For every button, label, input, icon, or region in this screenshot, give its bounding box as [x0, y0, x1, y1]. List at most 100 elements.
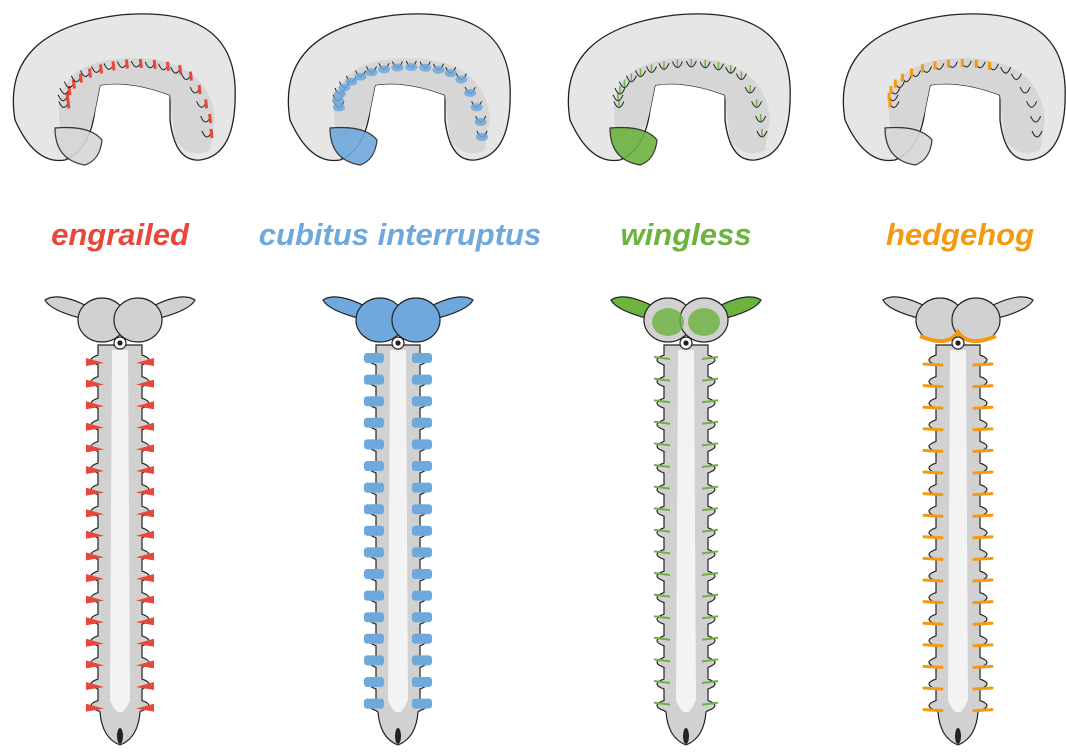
stomodeum-core	[683, 340, 688, 345]
side-ci-mark	[432, 66, 444, 74]
ci-stripe	[364, 634, 384, 644]
side-en-mark	[113, 61, 114, 70]
gene-labels: engrailed cubitus interruptus wingless h…	[51, 217, 1034, 252]
ventral-embryo-cubitus-interruptus	[323, 297, 473, 745]
stomodeum-core	[955, 340, 960, 345]
side-ci-mark	[475, 118, 487, 126]
side-en-mark	[154, 60, 155, 69]
ventral-embryo-wingless	[611, 297, 761, 745]
ventral-midline	[388, 350, 408, 713]
side-ci-mark	[355, 73, 367, 81]
side-ci-mark	[445, 69, 457, 77]
ci-stripe	[412, 569, 432, 579]
hedgehog-stripe	[924, 429, 942, 430]
hedgehog-stripe	[974, 537, 992, 538]
ventral-midline	[110, 350, 130, 713]
ci-stripe	[364, 439, 384, 449]
ci-stripe	[412, 526, 432, 536]
ci-stripe	[412, 504, 432, 514]
hedgehog-stripe	[974, 645, 992, 646]
hedgehog-stripe	[924, 407, 942, 408]
hedgehog-stripe	[974, 364, 992, 365]
ci-stripe	[412, 591, 432, 601]
hedgehog-stripe	[924, 710, 942, 711]
ci-stripe	[364, 504, 384, 514]
ci-stripe	[412, 655, 432, 665]
side-en-mark	[126, 60, 127, 69]
hedgehog-stripe	[924, 645, 942, 646]
hedgehog-stripe	[924, 364, 942, 365]
side-ci-mark	[471, 103, 483, 111]
side-en-mark	[167, 62, 168, 71]
ventral-embryo-hedgehog	[883, 297, 1033, 745]
hedgehog-stripe	[924, 494, 942, 495]
hedgehog-stripe	[924, 580, 942, 581]
side-en-mark	[206, 99, 207, 108]
ci-stripe	[364, 396, 384, 406]
ci-stripe	[364, 655, 384, 665]
side-en-mark	[80, 74, 81, 83]
hedgehog-stripe	[974, 472, 992, 473]
ci-stripe	[364, 461, 384, 471]
ci-stripe	[412, 353, 432, 363]
hedgehog-stripe	[974, 407, 992, 408]
hedgehog-stripe	[924, 558, 942, 559]
ci-stripe	[412, 396, 432, 406]
hedgehog-stripe	[924, 602, 942, 603]
side-ci-mark	[333, 103, 345, 111]
ventral-views	[45, 297, 1033, 745]
hedgehog-stripe	[974, 710, 992, 711]
hedgehog-stripe	[974, 450, 992, 451]
stomodeum-core	[395, 340, 400, 345]
ci-stripe	[364, 418, 384, 428]
proctodeum	[955, 728, 961, 744]
side-en-mark	[199, 85, 200, 94]
ci-stripe	[364, 677, 384, 687]
ci-stripe	[364, 375, 384, 385]
ci-stripe	[412, 677, 432, 687]
ci-stripe	[364, 591, 384, 601]
side-en-mark	[140, 59, 141, 68]
ci-stripe	[412, 699, 432, 709]
label-hedgehog: hedgehog	[886, 217, 1034, 252]
ventral-embryo-engrailed	[45, 297, 195, 745]
hedgehog-stripe	[924, 666, 942, 667]
ci-stripe	[412, 612, 432, 622]
label-cubitus-interruptus: cubitus interruptus	[259, 217, 541, 252]
side-ci-mark	[464, 89, 476, 97]
ci-stripe	[412, 483, 432, 493]
ci-stripe	[412, 439, 432, 449]
hedgehog-stripe	[924, 688, 942, 689]
stomodeum-core	[117, 340, 122, 345]
hedgehog-stripe	[924, 623, 942, 624]
hedgehog-stripe	[924, 472, 942, 473]
proctodeum	[395, 728, 401, 744]
ci-stripe	[364, 526, 384, 536]
hedgehog-stripe	[924, 386, 942, 387]
ci-stripe	[364, 353, 384, 363]
ci-stripe	[412, 375, 432, 385]
hedgehog-stripe	[974, 623, 992, 624]
hedgehog-stripe	[974, 688, 992, 689]
side-ci-mark	[419, 64, 431, 72]
side-embryo-engrailed	[13, 14, 235, 165]
side-ci-mark	[378, 65, 390, 73]
side-en-mark	[90, 69, 91, 78]
lobe-stain-left	[652, 308, 684, 336]
ci-stripe	[412, 547, 432, 557]
head-lobe-right	[114, 298, 162, 342]
hedgehog-stripe	[974, 429, 992, 430]
side-ci-mark	[366, 68, 378, 76]
hedgehog-stripe	[974, 558, 992, 559]
side-ci-mark	[345, 78, 357, 86]
proctodeum	[117, 728, 123, 744]
side-ci-mark	[391, 64, 403, 72]
side-ci-mark	[476, 133, 488, 141]
side-en-mark	[190, 72, 191, 81]
hedgehog-stripe	[924, 515, 942, 516]
side-en-mark	[210, 114, 211, 123]
hedgehog-stripe	[924, 537, 942, 538]
hedgehog-stripe	[974, 515, 992, 516]
label-wingless: wingless	[621, 217, 752, 252]
